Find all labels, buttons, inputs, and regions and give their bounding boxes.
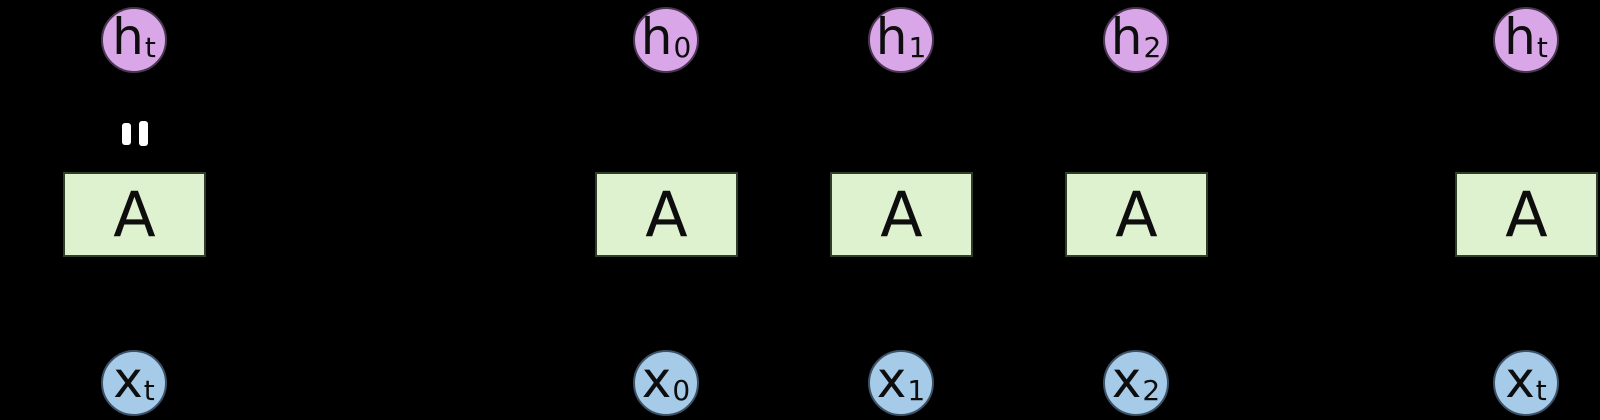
rnn-block-label: A (645, 177, 688, 251)
input-label: x (1505, 351, 1535, 409)
input-label: x (1111, 351, 1142, 409)
hidden-state-label: h (1504, 8, 1536, 66)
rnn-block: A (1455, 172, 1598, 257)
input-label: x (876, 351, 907, 409)
input-subscript: 0 (672, 374, 691, 407)
loop-arrowhead-marks-icon (122, 121, 148, 146)
rnn-block: A (63, 172, 206, 257)
loop-arrowhead-bar-left (122, 123, 131, 145)
input-subscript: t (143, 374, 155, 407)
hidden-state-label: h (640, 8, 673, 66)
input-subscript: t (1535, 374, 1547, 407)
rnn-block-label: A (113, 177, 156, 251)
rnn-block-label: A (1505, 177, 1548, 251)
rnn-block: A (595, 172, 738, 257)
rnn-block-label: A (1115, 177, 1158, 251)
input-subscript: 1 (907, 374, 926, 407)
rnn-block: A (1065, 172, 1208, 257)
input-label: x (113, 351, 143, 409)
loop-arrowhead-bar-right (139, 121, 148, 146)
input-label: x (641, 351, 672, 409)
input-subscript: 2 (1142, 374, 1161, 407)
hidden-state-subscript: 0 (673, 31, 692, 64)
hidden-state-subscript: 2 (1143, 31, 1162, 64)
rnn-block: A (830, 172, 973, 257)
hidden-state-subscript: t (144, 31, 156, 64)
hidden-state-subscript: 1 (908, 31, 927, 64)
hidden-state-label: h (1110, 8, 1143, 66)
hidden-state-label: h (112, 8, 144, 66)
hidden-state-subscript: t (1536, 31, 1548, 64)
hidden-state-label: h (875, 8, 908, 66)
rnn-block-label: A (880, 177, 923, 251)
